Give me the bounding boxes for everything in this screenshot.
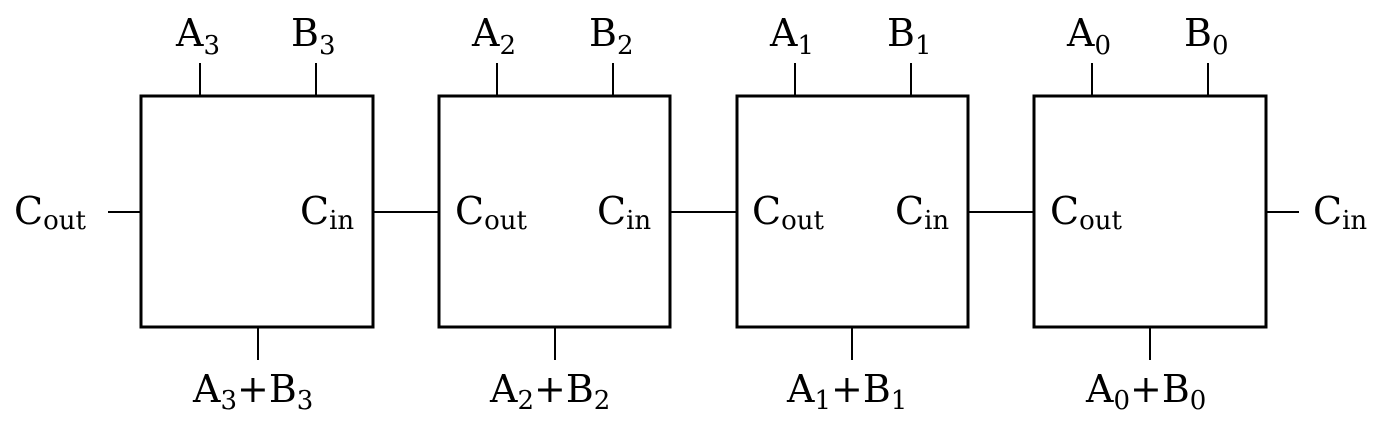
carry-out-label: Cout xyxy=(455,189,527,236)
adder-box xyxy=(1032,94,1268,329)
input-a-label: A3 xyxy=(175,11,220,61)
input-a-label: A1 xyxy=(769,11,814,61)
input-b-label: B1 xyxy=(887,11,931,61)
input-b-label: B3 xyxy=(291,11,335,61)
sum-label: A3+B3 xyxy=(192,367,313,416)
adder-block-3: A3 B3 Cin A3+B3 xyxy=(139,11,375,416)
input-b-label: B2 xyxy=(589,11,633,61)
sum-label: A2+B2 xyxy=(489,367,610,416)
carry-in-label: Cin xyxy=(597,189,651,236)
adder-block-0: A0 B0 Cout A0+B0 xyxy=(1032,11,1268,416)
input-a-label: A0 xyxy=(1066,11,1111,61)
sum-label: A1+B1 xyxy=(786,367,907,416)
adder-block-1: A1 B1 Cout Cin A1+B1 xyxy=(735,11,970,416)
external-carry-out-label: Cout xyxy=(14,189,86,236)
carry-in-label: Cin xyxy=(300,189,354,236)
adder-block-2: A2 B2 Cout Cin A2+B2 xyxy=(437,11,672,416)
adder-box xyxy=(139,94,375,329)
external-carry-in-label: Cin xyxy=(1313,189,1367,236)
carry-out-label: Cout xyxy=(752,189,824,236)
carry-out-label: Cout xyxy=(1050,189,1122,236)
adder-box xyxy=(735,94,970,329)
carry-in-label: Cin xyxy=(895,189,949,236)
sum-label: A0+B0 xyxy=(1085,367,1206,416)
input-b-label: B0 xyxy=(1184,11,1228,61)
input-a-label: A2 xyxy=(471,11,516,61)
